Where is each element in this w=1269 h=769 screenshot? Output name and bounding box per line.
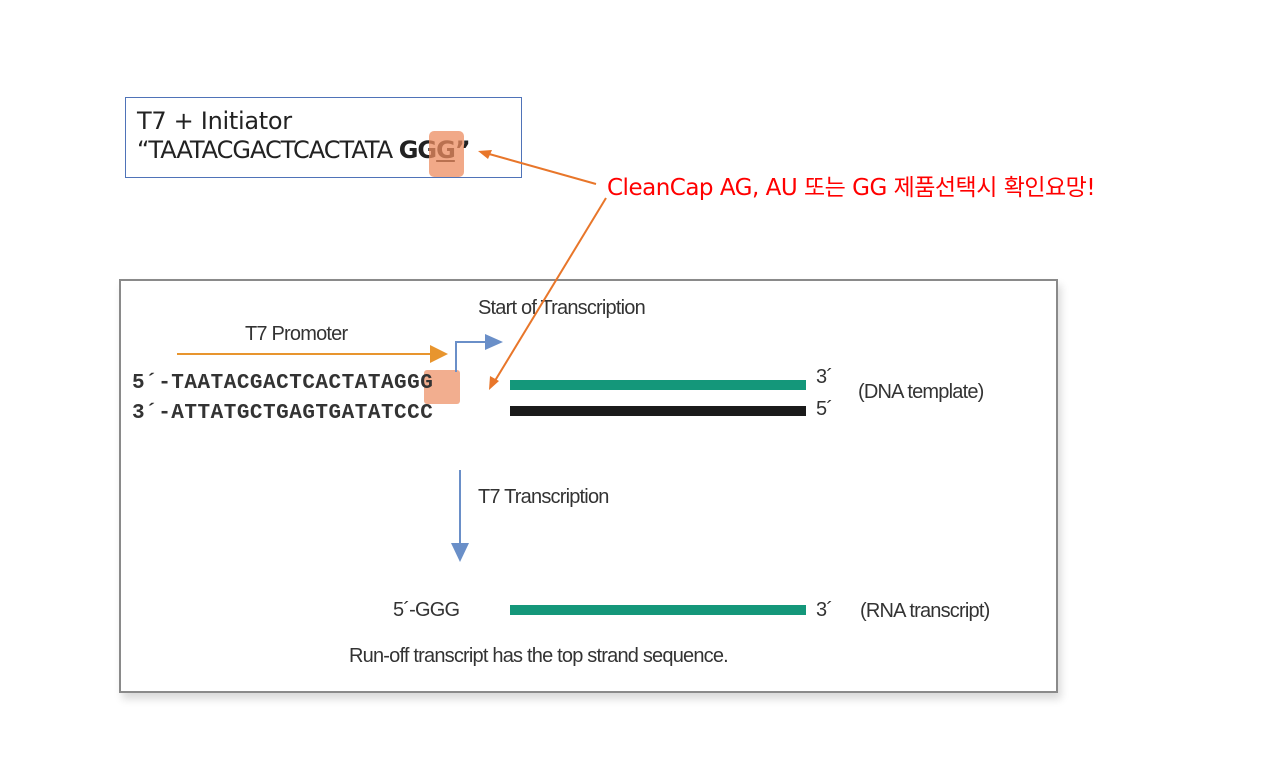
top-strand-end-label: 3´: [816, 366, 833, 388]
cleancap-note: CleanCap AG, AU 또는 GG 제품선택시 확인요망!: [607, 175, 1096, 201]
start-of-transcription-label: Start of Transcription: [478, 297, 646, 319]
rna-end-label: 3´: [816, 599, 833, 621]
dna-template-label: (DNA template): [858, 381, 984, 403]
top-strand-sequence: 5´-TAATACGACTCACTATAGGG: [132, 372, 434, 395]
sequence-prefix: “TAATACGACTCACTATA: [137, 136, 399, 164]
callout-sequence: “TAATACGACTCACTATA GGG”: [137, 136, 471, 164]
bottom-strand-sequence: 3´-ATTATGCTGAGTGATATCCC: [132, 402, 434, 425]
rna-transcript-label: (RNA transcript): [860, 600, 990, 622]
top-strand-bar: [510, 380, 806, 390]
sequence-highlight-box: [424, 370, 460, 404]
figure-caption: Run-off transcript has the top strand se…: [349, 645, 729, 667]
callout-highlight: [429, 131, 464, 177]
t7-transcription-label: T7 Transcription: [478, 486, 609, 508]
callout-title: T7 + Initiator: [137, 107, 292, 135]
t7-promoter-label: T7 Promoter: [245, 323, 348, 345]
rna-start-label: 5´-GGG: [393, 599, 460, 621]
rna-transcript-bar: [510, 605, 806, 615]
bottom-strand-bar: [510, 406, 806, 416]
bottom-strand-end-label: 5´: [816, 398, 833, 420]
